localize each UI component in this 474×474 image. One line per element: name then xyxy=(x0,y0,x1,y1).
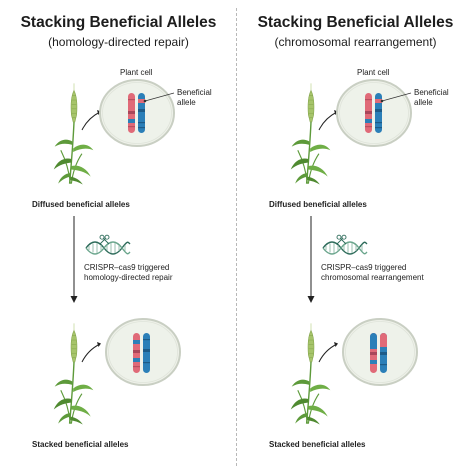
cell-label: Plant cell xyxy=(120,68,153,77)
top-caption: Diffused beneficial alleles xyxy=(269,200,367,209)
process-line1: CRISPR–cas9 triggered xyxy=(84,263,170,272)
wheat-plant-icon xyxy=(52,82,95,186)
rearranged-chromosome-pair-icon xyxy=(370,333,387,373)
curved-arrow-icon xyxy=(318,343,338,363)
diagram-graphics xyxy=(52,79,181,426)
curved-arrow-icon xyxy=(81,111,101,131)
allele-leader-line xyxy=(144,92,175,102)
plant-cell-icon xyxy=(99,79,175,147)
panel-subtitle: (homology-directed repair) xyxy=(48,35,189,49)
panel-divider xyxy=(236,8,237,466)
process-line2: chromosomal rearrangement xyxy=(321,273,424,282)
chromosome-pair-icon xyxy=(128,93,145,133)
curved-arrow-icon xyxy=(318,111,338,131)
cell-label: Plant cell xyxy=(357,68,390,77)
bottom-caption: Stacked beneficial alleles xyxy=(32,440,129,449)
curved-arrow-icon xyxy=(81,343,101,363)
wheat-plant-icon xyxy=(52,322,95,426)
allele-label-line2: allele xyxy=(414,98,433,107)
wheat-plant-icon xyxy=(289,82,332,186)
bottom-caption: Stacked beneficial alleles xyxy=(269,440,366,449)
panel-homology-directed-repair: Stacking Beneficial Alleles (homology-di… xyxy=(20,14,217,449)
dna-scissors-icon xyxy=(85,234,131,255)
panel-subtitle: (chromosomal rearrangement) xyxy=(274,35,437,49)
panel-chromosomal-rearrangement: Stacking Beneficial Alleles (chromosomal… xyxy=(237,0,474,474)
allele-label-line1: Beneficial xyxy=(414,88,449,97)
dna-scissors-icon xyxy=(322,234,368,255)
top-caption: Diffused beneficial alleles xyxy=(32,200,130,209)
plant-cell-icon xyxy=(336,79,412,147)
chromosome-pair-icon xyxy=(365,93,382,133)
diagram-graphics xyxy=(289,79,418,426)
allele-label-line2: allele xyxy=(177,98,196,107)
wheat-plant-icon xyxy=(289,322,332,426)
process-line2: homology-directed repair xyxy=(84,273,173,282)
process-line1: CRISPR–cas9 triggered xyxy=(321,263,407,272)
allele-leader-line xyxy=(381,92,412,102)
allele-label-line1: Beneficial xyxy=(177,88,212,97)
panel-title: Stacking Beneficial Alleles xyxy=(257,14,454,31)
panel-title: Stacking Beneficial Alleles xyxy=(20,14,217,31)
stacked-chromosome-pair-icon xyxy=(133,333,150,373)
